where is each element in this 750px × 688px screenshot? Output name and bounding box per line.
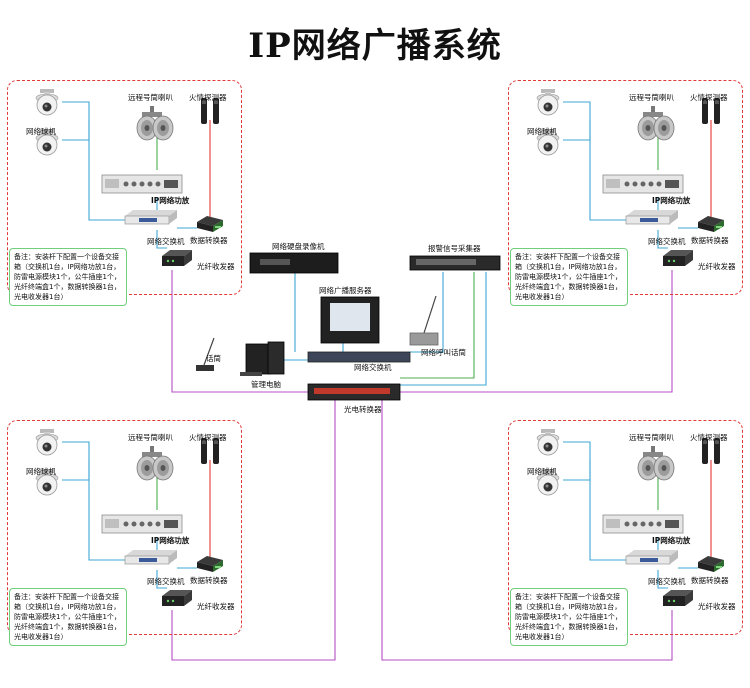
optical-converter-label: 光电转换器	[344, 405, 382, 414]
zone-bl-data-converter-label: 数据转换器	[190, 576, 228, 585]
fiber-link-tl	[171, 270, 308, 393]
zone-tl-note: 备注：安装杆下配置一个设备交接箱（交换机1台，IP网络功放1台，防雷电源模块1个…	[9, 248, 127, 306]
zone-tr-amplifier-label: IP网络功放	[652, 196, 691, 205]
zone-br-amplifier-label: IP网络功放	[652, 536, 691, 545]
zone-tl-dome-camera-label: 网络球机	[26, 127, 56, 136]
alarm-collector-panel	[416, 259, 476, 265]
nvr-label: 网络硬盘录像机	[272, 242, 325, 251]
zone-tl-fiber-transceiver-label: 光纤收发器	[197, 262, 235, 271]
paging-mic-stem	[423, 295, 437, 334]
nvr-device	[249, 252, 339, 274]
zone-bl-switch-label: 网络交换机	[147, 577, 185, 586]
zone-bl-fiber-transceiver-label: 光纤收发器	[197, 602, 235, 611]
zone-tr-dome-camera-label: 网络球机	[527, 127, 557, 136]
desk-mic-base	[196, 365, 214, 371]
zone-tr-switch-fiber-link	[657, 230, 668, 249]
zone-tr-camera-switch-link	[589, 120, 626, 221]
zone-tr-switch-label: 网络交换机	[648, 237, 686, 246]
zone-tl-data-converter-label: 数据转换器	[190, 236, 228, 245]
zone-br-camera-switch-link	[589, 460, 626, 561]
zone-tl-switch-label: 网络交换机	[147, 237, 185, 246]
collector-core-link	[410, 272, 444, 353]
optical-converter-ports	[314, 388, 390, 394]
broadcast-server-label: 网络广播服务器	[319, 286, 372, 295]
zone-tl-ir-detector-label: 火情探测器	[189, 93, 227, 102]
zone-tr-note: 备注：安装杆下配置一个设备交接箱（交换机1台，IP网络功放1台，防雷电源模块1个…	[510, 248, 628, 306]
fiber-link-br	[381, 400, 673, 661]
zone-bl-horn-speaker-label: 远程号筒喇叭	[128, 433, 173, 442]
zone-br-data-converter-label: 数据转换器	[691, 576, 729, 585]
zone-bl-dome-camera-label: 网络球机	[26, 467, 56, 476]
fiber-link-tr	[400, 270, 673, 393]
zone-bl-camera-switch-link	[88, 460, 125, 561]
zone-br-switch-fiber-link	[657, 570, 668, 589]
core-switch-device	[307, 351, 411, 363]
zone-tr-horn-speaker-label: 远程号筒喇叭	[629, 93, 674, 102]
paging-mic-label: 网络呼叫话筒	[421, 348, 466, 357]
pc-monitor	[245, 343, 271, 375]
zone-bl-amplifier-label: IP网络功放	[151, 536, 190, 545]
zone-br-ir-detector-label: 火情探测器	[690, 433, 728, 442]
zone-tl-amplifier-label: IP网络功放	[151, 196, 190, 205]
zone-br-note: 备注：安装杆下配置一个设备交接箱（交换机1台，IP网络功放1台，防雷电源模块1个…	[510, 588, 628, 646]
diagram-title: IP网络广播系统	[248, 26, 502, 66]
zone-bl-note: 备注：安装杆下配置一个设备交接箱（交换机1台，IP网络功放1台，防雷电源模块1个…	[9, 588, 127, 646]
alarm-collector-label: 报警信号采集器	[428, 244, 481, 253]
pc-tower	[267, 341, 285, 375]
zone-tl-horn-speaker-label: 远程号筒喇叭	[128, 93, 173, 102]
pc-keyboard	[240, 372, 262, 376]
mic-label: 话筒	[206, 354, 221, 363]
zone-tr-fiber-transceiver-label: 光纤收发器	[698, 262, 736, 271]
zone-bl-switch-fiber-link	[156, 570, 167, 589]
zone-tl-camera-switch-link	[88, 120, 125, 221]
fiber-link-bl	[171, 400, 336, 661]
desk-mic-stem	[203, 337, 215, 366]
zone-br-horn-speaker-label: 远程号筒喇叭	[629, 433, 674, 442]
zone-bl-ir-detector-label: 火情探测器	[189, 433, 227, 442]
broadcast-server-screen	[330, 303, 370, 331]
zone-tr-data-converter-label: 数据转换器	[691, 236, 729, 245]
core-switch-label: 网络交换机	[354, 363, 392, 372]
zone-tr-ir-detector-label: 火情探测器	[690, 93, 728, 102]
zone-br-switch-label: 网络交换机	[648, 577, 686, 586]
collector-converter-link-2	[400, 272, 487, 386]
pc-label: 管理电脑	[251, 380, 281, 389]
paging-mic-base	[409, 332, 439, 346]
nvr-panel	[260, 259, 290, 265]
collector-converter-link	[400, 272, 475, 379]
zone-br-dome-camera-label: 网络球机	[527, 467, 557, 476]
zone-br-fiber-transceiver-label: 光纤收发器	[698, 602, 736, 611]
zone-tl-switch-fiber-link	[156, 230, 167, 249]
